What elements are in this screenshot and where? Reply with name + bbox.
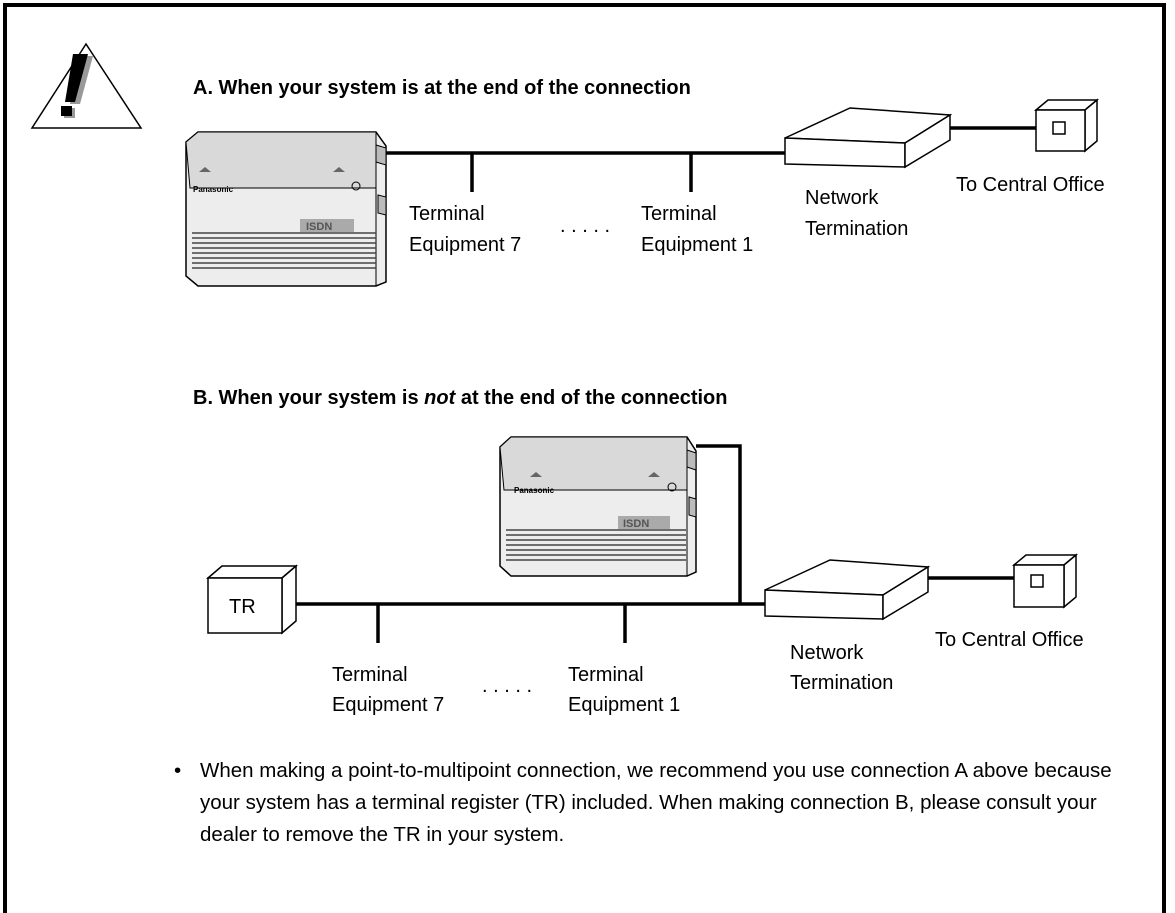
section-a-heading: A. When your system is at the end of the… — [193, 77, 691, 99]
note-bullet: • When making a point-to-multipoint conn… — [174, 755, 1154, 851]
section-b-heading-em: not — [424, 387, 456, 409]
terminal-label-b7-2: Equipment 7 — [332, 694, 444, 716]
dots-a: . . . . . — [560, 215, 610, 237]
tr-label: TR — [229, 596, 256, 618]
nt-label-a-1: Network — [805, 187, 879, 209]
pbx-brand-b: Panasonic — [514, 486, 555, 495]
wall-outlet-a — [1033, 98, 1100, 153]
pbx-badge-b: ISDN — [623, 518, 649, 530]
warning-icon — [30, 42, 143, 129]
bus-line-b — [296, 444, 1018, 643]
co-label-b: To Central Office — [935, 629, 1084, 651]
section-b-heading: B. When your system is not at the end of… — [193, 387, 728, 409]
nt-label-b-2: Termination — [790, 672, 893, 694]
terminal-label-a1-2: Equipment 1 — [641, 234, 753, 256]
pbx-unit-a: Panasonic ISDN — [185, 131, 387, 287]
dots-b: . . . . . — [482, 675, 532, 697]
network-termination-a — [784, 107, 953, 169]
pbx-badge-a: ISDN — [306, 221, 332, 233]
terminal-label-a7-2: Equipment 7 — [409, 234, 521, 256]
pbx-unit-b: Panasonic ISDN — [499, 436, 697, 577]
terminal-label-b1-1: Terminal — [568, 664, 644, 686]
page-frame — [3, 3, 1166, 913]
terminal-label-a7-1: Terminal — [409, 203, 485, 225]
section-b-heading-pre: B. When your system is — [193, 387, 424, 409]
terminal-label-b1-2: Equipment 1 — [568, 694, 680, 716]
bus-line-a — [386, 126, 1040, 192]
note-text: When making a point-to-multipoint connec… — [200, 759, 1112, 846]
terminal-label-b7-1: Terminal — [332, 664, 408, 686]
section-b-heading-post: at the end of the connection — [455, 387, 727, 409]
terminal-label-a1-1: Terminal — [641, 203, 717, 225]
nt-label-a-2: Termination — [805, 218, 908, 240]
pbx-brand-a: Panasonic — [193, 185, 234, 194]
wall-outlet-b — [1011, 553, 1079, 609]
bullet-dot: • — [174, 759, 182, 782]
nt-label-b-1: Network — [790, 642, 864, 664]
network-termination-b — [764, 559, 931, 621]
terminal-register-box — [205, 564, 299, 635]
co-label-a: To Central Office — [956, 174, 1105, 196]
